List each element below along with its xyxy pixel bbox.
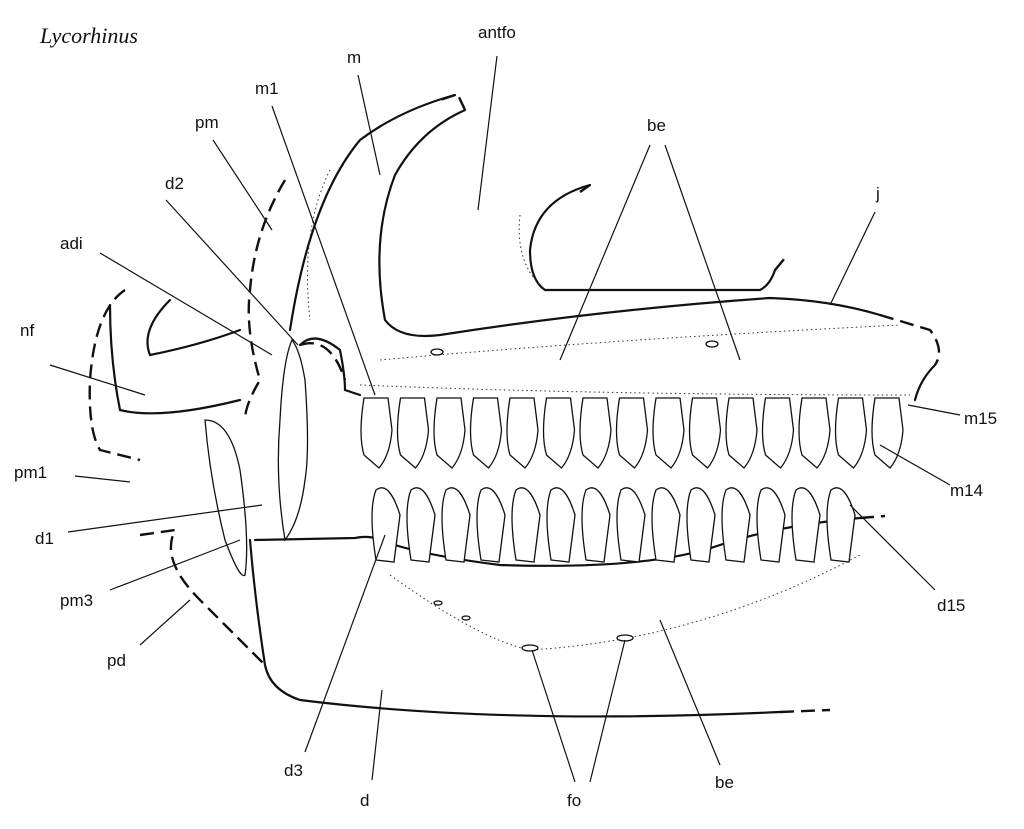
upper-tooth	[396, 397, 430, 469]
lower-tooth	[721, 487, 751, 563]
label-be-lower: be	[715, 773, 734, 792]
label-d: d	[360, 791, 369, 810]
label-d2: d2	[165, 174, 184, 193]
label-pm: pm	[195, 113, 219, 132]
upper-tooth	[433, 397, 466, 469]
upper-tooth-row	[360, 397, 904, 469]
label-d1: d1	[35, 529, 54, 548]
lower-tooth	[756, 487, 786, 563]
lower-tooth	[791, 487, 821, 563]
label-m1: m1	[255, 79, 279, 98]
upper-tooth	[542, 397, 576, 469]
lower-tooth	[441, 487, 471, 563]
upper-tooth	[469, 397, 503, 469]
lower-tooth	[371, 487, 401, 563]
genus-title: Lycorhinus	[39, 23, 138, 48]
label-m: m	[347, 48, 361, 67]
label-pm3: pm3	[60, 591, 93, 610]
lower-tooth-row	[371, 487, 856, 563]
upper-tooth	[725, 397, 758, 469]
lower-tooth	[511, 487, 541, 563]
lower-tooth	[616, 487, 646, 563]
label-fo: fo	[567, 791, 581, 810]
lower-tooth	[686, 487, 716, 563]
lower-tooth	[581, 487, 611, 563]
upper-tooth	[579, 397, 612, 469]
upper-tooth	[615, 397, 649, 469]
upper-tooth	[506, 397, 539, 469]
upper-tooth	[834, 397, 868, 469]
lower-tooth	[651, 487, 681, 563]
lower-tooth	[406, 487, 436, 563]
lower-tooth	[826, 487, 856, 563]
label-pd: pd	[107, 651, 126, 670]
foramina	[430, 340, 719, 652]
upper-tooth	[761, 397, 795, 469]
label-pm1: pm1	[14, 463, 47, 482]
label-adi: adi	[60, 234, 83, 253]
label-be-upper: be	[647, 116, 666, 135]
upper-tooth	[360, 397, 393, 469]
upper-tooth	[798, 397, 831, 469]
label-d3: d3	[284, 761, 303, 780]
label-m14: m14	[950, 481, 983, 500]
label-d15: d15	[937, 596, 965, 615]
label-nf: nf	[20, 321, 34, 340]
label-j: j	[875, 184, 880, 203]
lower-tooth	[546, 487, 576, 563]
label-m15: m15	[964, 409, 997, 428]
lower-tooth	[476, 487, 506, 563]
upper-tooth	[871, 397, 904, 469]
upper-tooth	[652, 397, 685, 469]
leader-lines	[49, 55, 961, 783]
label-antfo: antfo	[478, 23, 516, 42]
upper-tooth	[688, 397, 722, 469]
